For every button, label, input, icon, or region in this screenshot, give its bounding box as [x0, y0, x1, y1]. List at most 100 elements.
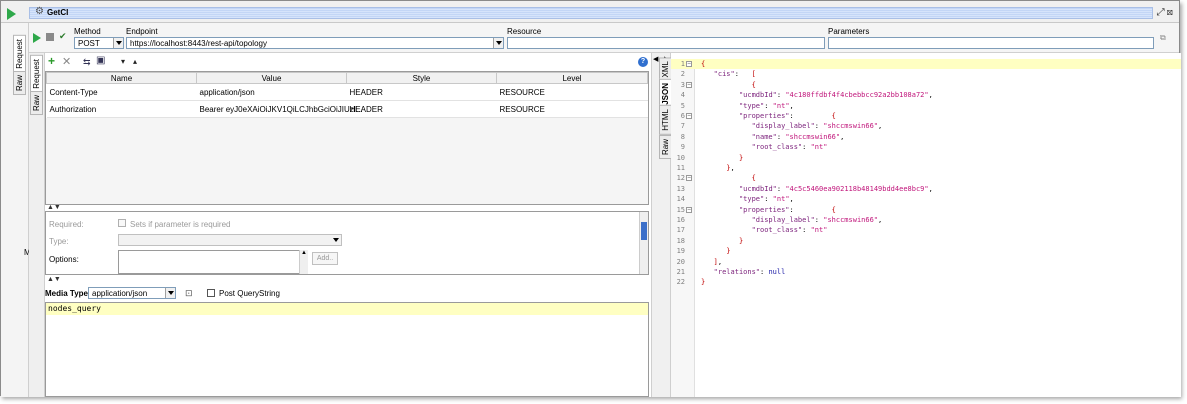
code-line[interactable]: 7 "display_label": "shccmswin66", [671, 121, 1181, 131]
add-option-button[interactable]: Add.. [312, 252, 338, 265]
code-line[interactable]: 11 }, [671, 163, 1181, 173]
code-line[interactable]: 14 "type": "nt", [671, 194, 1181, 204]
cell-style[interactable]: HEADER [346, 100, 497, 118]
line-number: 12 [676, 174, 685, 183]
table-row[interactable]: Authorization Bearer eyJ0eXAiOiJKV1QiLCJ… [46, 100, 648, 118]
help-icon[interactable]: ? [638, 57, 648, 67]
code-line[interactable]: 3− { [671, 80, 1181, 90]
add-icon[interactable]: + [48, 54, 56, 68]
parameter-details: Required: Sets if parameter is required … [45, 211, 649, 275]
request-body-text[interactable]: nodes_query [46, 303, 648, 315]
code-text: "type": "nt", [738, 195, 794, 204]
fold-toggle-icon[interactable]: − [686, 174, 692, 182]
transfer-icon[interactable]: ⇆ [83, 57, 91, 67]
line-number: 13 [676, 184, 685, 193]
cell-name[interactable]: Content-Type [46, 83, 197, 101]
code-line[interactable]: 9 "root_class": "nt" [671, 142, 1181, 152]
cell-level[interactable]: RESOURCE [496, 83, 648, 101]
stop-icon[interactable] [46, 33, 54, 41]
media-type-select[interactable]: application/json [88, 287, 176, 299]
code-line[interactable]: 19 } [671, 246, 1181, 256]
chevron-down-icon[interactable] [165, 288, 175, 298]
code-line[interactable]: 12− { [671, 173, 1181, 183]
code-text: "cis": [ [713, 70, 756, 79]
endpoint-input[interactable]: https://localhost:8443/rest-api/topology [126, 37, 504, 49]
post-querystring-checkbox[interactable] [207, 289, 215, 297]
code-line[interactable]: 16 "display_label": "shccmswin66", [671, 215, 1181, 225]
window-icon[interactable]: ▣ [96, 55, 106, 66]
method-select[interactable]: POST [74, 37, 124, 49]
required-label: Required: [49, 220, 84, 229]
edit-media-icon[interactable]: ⊡ [185, 288, 193, 298]
code-line[interactable]: 13 "ucmdbId": "4c5c5460ea902118b48149bdd… [671, 184, 1181, 194]
fold-toggle-icon[interactable]: − [686, 60, 692, 67]
side-tab-raw[interactable]: Raw [13, 71, 26, 96]
tab-raw[interactable]: Raw [30, 91, 43, 116]
delete-icon[interactable]: ✕ [62, 56, 72, 68]
request-toolbar: ✔ Method POST Endpoint https://localhost… [29, 23, 1179, 53]
required-checkbox[interactable] [118, 219, 126, 227]
code-line[interactable]: 6− "properties": { [671, 111, 1181, 121]
scroll-thumb[interactable] [641, 222, 647, 240]
line-number: 18 [676, 236, 685, 245]
code-line[interactable]: 18 } [671, 236, 1181, 246]
cell-style[interactable]: HEADER [346, 83, 497, 101]
column-header[interactable]: Name [46, 72, 197, 84]
code-line[interactable]: 21 "relations": null [671, 267, 1181, 277]
type-select[interactable] [118, 234, 342, 246]
request-body-editor[interactable]: nodes_query [45, 302, 649, 397]
chevron-down-icon[interactable] [113, 38, 123, 48]
code-line[interactable]: 22} [671, 277, 1181, 287]
code-line[interactable]: 10 } [671, 153, 1181, 163]
settings-icon[interactable]: ⚙ [35, 6, 44, 17]
collapsed-label: M [24, 248, 31, 257]
code-line[interactable]: 17 "root_class": "nt" [671, 225, 1181, 235]
check-icon[interactable]: ✔ [59, 31, 67, 41]
submit-icon[interactable] [33, 33, 41, 43]
window-title: GetCI [47, 8, 69, 17]
code-text: "properties": { [738, 112, 836, 120]
code-text: "type": "nt", [738, 101, 794, 110]
window-controls[interactable]: ⤢⊠ [1156, 7, 1175, 18]
line-number: 4 [680, 91, 685, 100]
move-down-icon[interactable]: ▾ [121, 57, 126, 66]
chevron-down-icon[interactable] [493, 38, 503, 48]
code-line[interactable]: 4 "ucmdbId": "4c180ffdbf4f4cbebbcc92a2bb… [671, 90, 1181, 100]
code-line[interactable]: 2 "cis": [ [671, 69, 1181, 79]
cell-value[interactable]: application/json [196, 83, 347, 101]
code-text: { [751, 174, 756, 183]
options-list[interactable] [118, 250, 308, 274]
side-tab-request[interactable]: Request [13, 35, 26, 73]
move-up-icon[interactable]: ▴ [133, 57, 138, 66]
fold-toggle-icon[interactable]: − [686, 112, 692, 119]
code-text: ], [713, 257, 723, 266]
code-line[interactable]: 8 "name": "shccmswin66", [671, 132, 1181, 142]
line-gutter [671, 59, 695, 397]
options-scrollbar[interactable]: ▲ [299, 250, 308, 274]
resource-input[interactable] [507, 37, 825, 49]
collapse-toggle-icon[interactable]: ▲▼ [47, 276, 61, 283]
chevron-down-icon[interactable] [331, 235, 341, 245]
column-header[interactable]: Level [496, 72, 648, 84]
column-header[interactable]: Value [196, 72, 347, 84]
parameters-input[interactable] [828, 37, 1154, 49]
code-line[interactable]: 15− "properties": { [671, 205, 1181, 215]
details-scrollbar[interactable] [639, 212, 648, 274]
code-line[interactable]: 20 ], [671, 257, 1181, 267]
cell-name[interactable]: Authorization [46, 100, 197, 118]
table-row[interactable]: Content-Type application/json HEADER RES… [46, 83, 648, 101]
cell-level[interactable]: RESOURCE [496, 100, 648, 118]
options-label: Options: [49, 255, 79, 264]
fold-toggle-icon[interactable]: − [686, 80, 692, 88]
code-text: "properties": { [738, 205, 836, 214]
collapse-toggle-icon[interactable]: ▲▼ [47, 204, 61, 211]
tab-request[interactable]: Request [30, 55, 43, 93]
column-header[interactable]: Style [346, 72, 497, 84]
code-line[interactable]: 1−{ [671, 59, 1181, 70]
run-icon[interactable] [7, 8, 16, 20]
collapse-left-icon[interactable]: ◀ [653, 56, 659, 63]
fold-toggle-icon[interactable]: − [686, 205, 692, 213]
code-line[interactable]: 5 "type": "nt", [671, 101, 1181, 111]
copy-icon[interactable]: ⧉ [1160, 33, 1166, 42]
cell-value[interactable]: Bearer eyJ0eXAiOiJKV1QiLCJhbGciOiJIUzI..… [196, 100, 363, 118]
